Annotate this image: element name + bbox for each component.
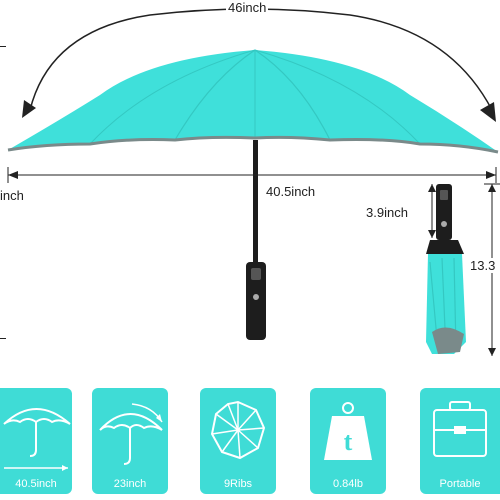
feature-label: 9Ribs [223,478,253,490]
handle-button [251,268,261,280]
width-dimension-label: 40.5inch [266,184,316,199]
ribs-icon [210,400,266,460]
left-dimension-label: inch [0,188,24,203]
umbrella-handle [246,262,266,340]
feature-card-portable: Portable [420,388,500,494]
feature-label: 40.5inch [15,478,57,490]
umbrella-shaft [253,140,258,272]
svg-text:t: t [344,427,353,456]
feature-label: Portable [439,478,481,490]
folded-umbrella [426,184,466,354]
left-edge-tick [0,338,6,339]
feature-card-weight: t 0.84lb [310,388,386,494]
handle-height-label: 3.9inch [366,205,408,220]
width-dimension-arrow [7,167,497,183]
handle-logo [253,294,259,300]
briefcase-icon [433,401,487,457]
left-edge-tick [0,46,6,47]
open-umbrella-canopy [7,49,499,154]
feature-card-width: 40.5inch [0,388,72,494]
weight-icon: t [324,402,372,460]
feature-card-ribs: 9Ribs [200,388,276,494]
folded-length-label: 13.3 [470,258,496,273]
umbrella-side-length-icon [99,403,163,465]
arc-dimension-label: 46inch [226,0,269,15]
feature-label: 0.84lb [333,478,363,490]
feature-label: 23inch [113,478,147,490]
feature-card-length: 23inch [92,388,168,494]
open-umbrella-width-icon [3,408,71,471]
